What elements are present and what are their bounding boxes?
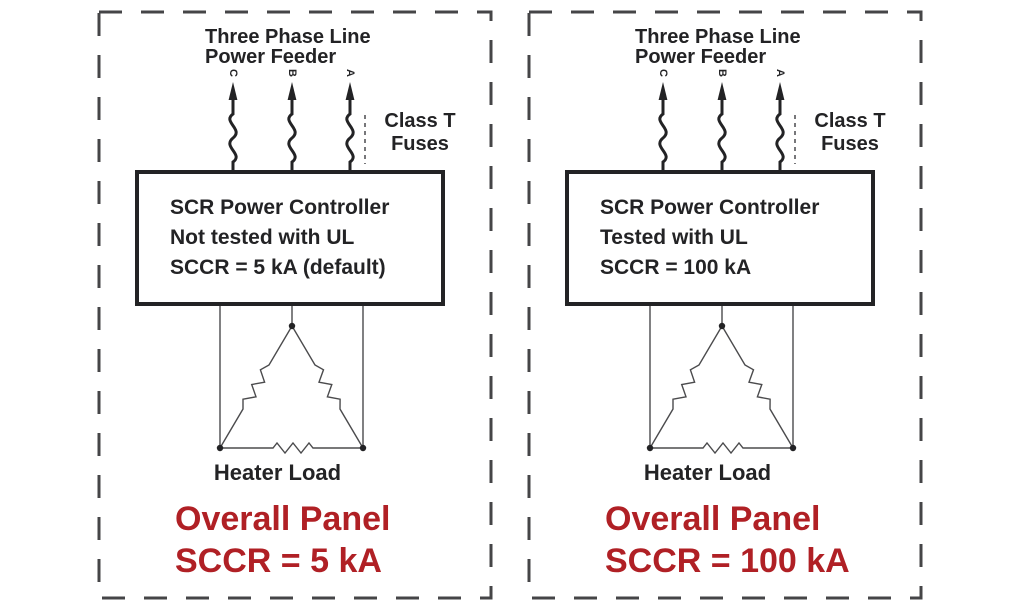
feeder-wires-with-fuses [658, 82, 785, 171]
feeder-wires-with-fuses [228, 82, 355, 171]
phase-a-label: A [344, 69, 356, 77]
node-dot [216, 444, 224, 452]
overall-line1: Overall Panel [605, 500, 821, 538]
resistor-bottom [650, 441, 793, 455]
circuit-diagram: C B A [527, 10, 923, 600]
arrow-up-icon [658, 82, 668, 100]
overall-sccr-label: Overall Panel SCCR = 5 kA [175, 498, 390, 582]
resistor-right [291, 325, 364, 449]
class-t-fuses-label: Class T Fuses [375, 110, 465, 156]
feeder-title-line2: Power Feeder [205, 46, 337, 68]
heater-load-delta [649, 306, 794, 455]
scr-controller-box: SCR Power Controller Not tested with UL … [135, 170, 445, 306]
fuse-label-line2: Fuses [821, 133, 879, 155]
controller-line: SCR Power Controller [170, 196, 390, 219]
controller-line: Not tested with UL [170, 226, 355, 249]
phase-b-label: B [286, 69, 298, 77]
fuse-label-line1: Class T [384, 110, 456, 132]
phase-a-label: A [774, 69, 786, 77]
arrow-up-icon [345, 82, 355, 100]
feeder-title: Three Phase Line Power Feeder [205, 27, 371, 67]
circuit-diagram: C B A [97, 10, 493, 600]
resistor-left [649, 325, 723, 449]
arrow-up-icon [717, 82, 727, 100]
controller-line: SCCR = 100 kA [600, 256, 752, 279]
feeder-title-line1: Three Phase Line [635, 26, 801, 48]
node-dot [789, 444, 797, 452]
controller-line: SCCR = 5 kA (default) [170, 256, 386, 279]
resistor-left [219, 325, 293, 449]
panel-dashed-border [97, 10, 493, 600]
class-t-fuses-label: Class T Fuses [805, 110, 895, 156]
fuse-symbol [228, 97, 238, 171]
heater-load-label: Heater Load [643, 460, 772, 485]
fuse-symbol [775, 97, 785, 171]
fuse-symbol [658, 97, 668, 171]
resistor-right [721, 325, 794, 449]
overall-sccr-label: Overall Panel SCCR = 100 kA [605, 498, 850, 582]
phase-c-label: C [227, 69, 239, 77]
node-dot [288, 322, 296, 330]
feeder-title: Three Phase Line Power Feeder [635, 27, 801, 67]
controller-line: SCR Power Controller [600, 196, 820, 219]
heater-load-label: Heater Load [213, 460, 342, 485]
phase-b-label: B [716, 69, 728, 77]
overall-line2: SCCR = 5 kA [175, 542, 382, 580]
arrow-up-icon [228, 82, 238, 100]
fuse-symbol [717, 97, 727, 171]
overall-line2: SCCR = 100 kA [605, 542, 850, 580]
overall-line1: Overall Panel [175, 500, 391, 538]
phase-c-label: C [657, 69, 669, 77]
arrow-up-icon [287, 82, 297, 100]
arrow-up-icon [775, 82, 785, 100]
node-dot [646, 444, 654, 452]
node-dot [718, 322, 726, 330]
fuse-symbol [345, 97, 355, 171]
scr-controller-box: SCR Power Controller Tested with UL SCCR… [565, 170, 875, 306]
resistor-bottom [220, 441, 363, 455]
fuse-label-line1: Class T [814, 110, 886, 132]
feeder-title-line1: Three Phase Line [205, 26, 371, 48]
controller-line: Tested with UL [600, 226, 748, 249]
node-dot [359, 444, 367, 452]
panel-dashed-border [527, 10, 923, 600]
fuse-label-line2: Fuses [391, 133, 449, 155]
heater-load-delta [219, 306, 364, 455]
feeder-title-line2: Power Feeder [635, 46, 767, 68]
panel-not-ul-tested: C B A [97, 10, 493, 600]
panel-ul-tested: C B A [527, 10, 923, 600]
fuse-symbol [287, 97, 297, 171]
